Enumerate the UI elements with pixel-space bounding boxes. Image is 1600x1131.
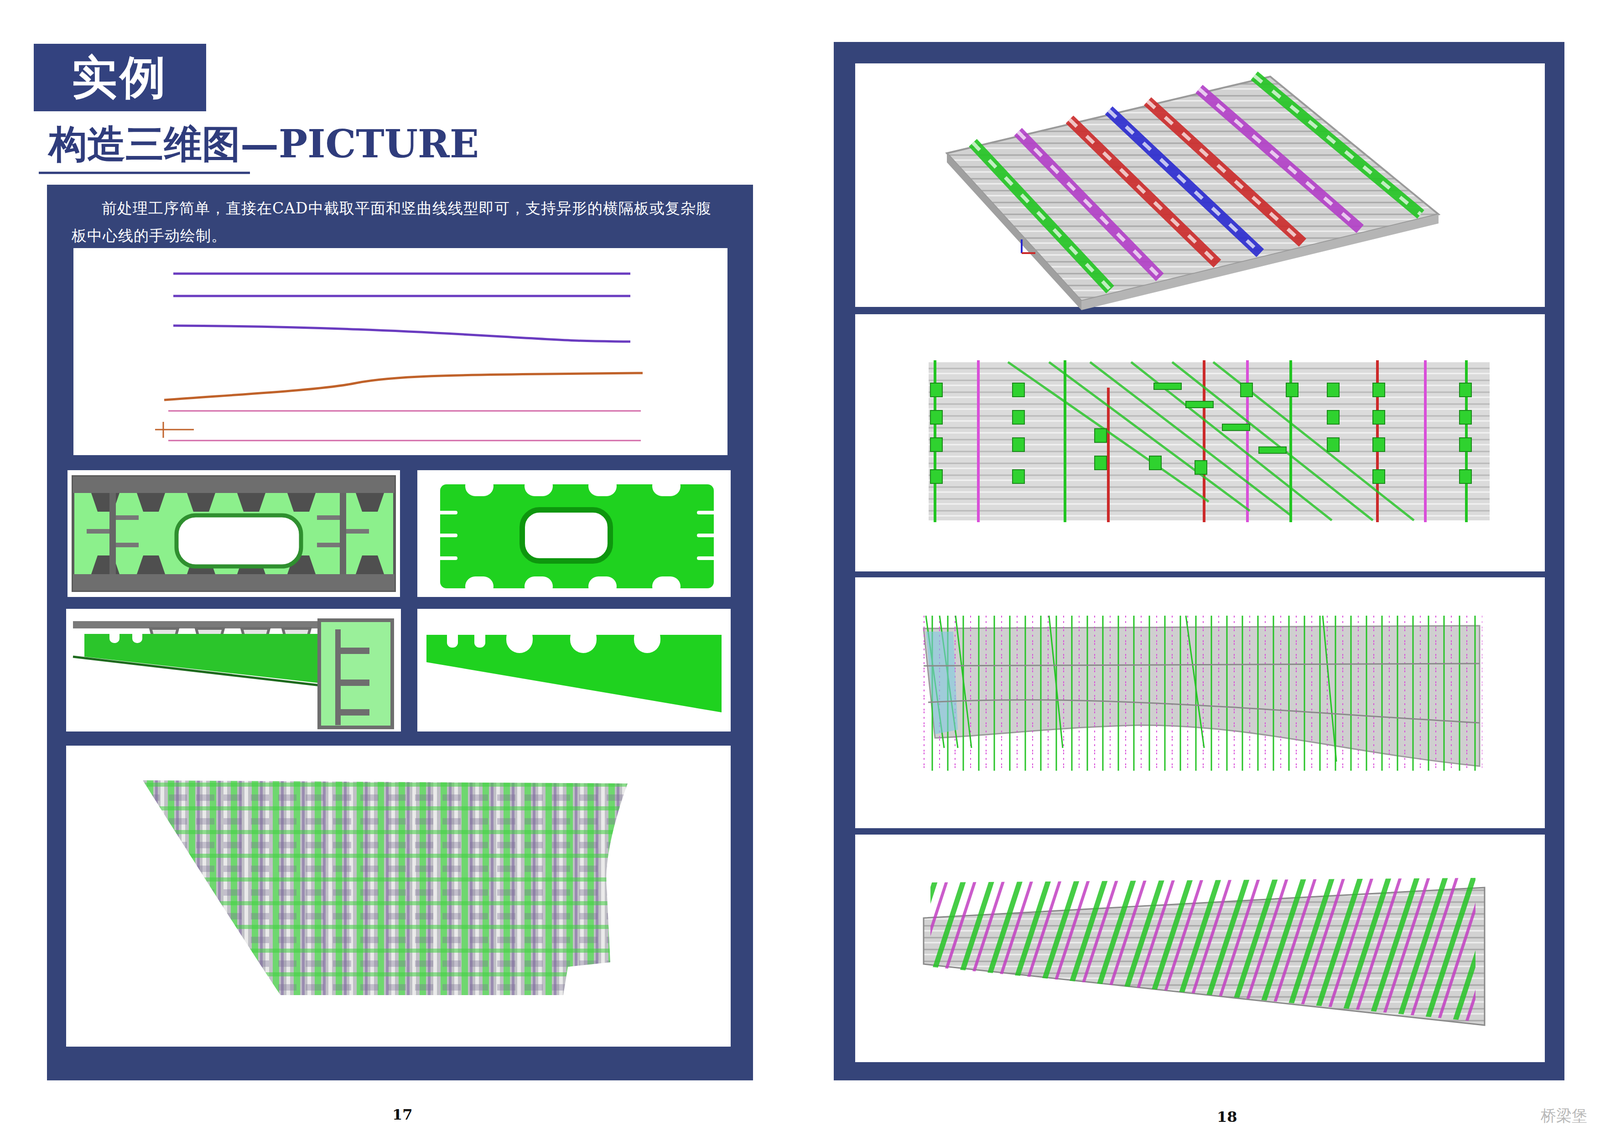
body-text: 前处理工序简单，直接在CAD中截取平面和竖曲线线型即可，支持异形的横隔板或复杂腹… bbox=[46, 184, 754, 250]
page-number: 18 bbox=[1216, 1108, 1238, 1126]
page-heading: 构造三维图—PICTURE bbox=[48, 123, 479, 166]
section-tab: 实例 bbox=[33, 43, 207, 112]
section-title: 实例 bbox=[33, 43, 207, 112]
page-number: 17 bbox=[392, 1106, 413, 1124]
watermark: 桥梁堡 bbox=[1540, 1105, 1588, 1127]
content-panel: 前处理工序简单，直接在CAD中截取平面和竖曲线线型即可，支持异形的横隔板或复杂腹… bbox=[46, 184, 754, 1081]
